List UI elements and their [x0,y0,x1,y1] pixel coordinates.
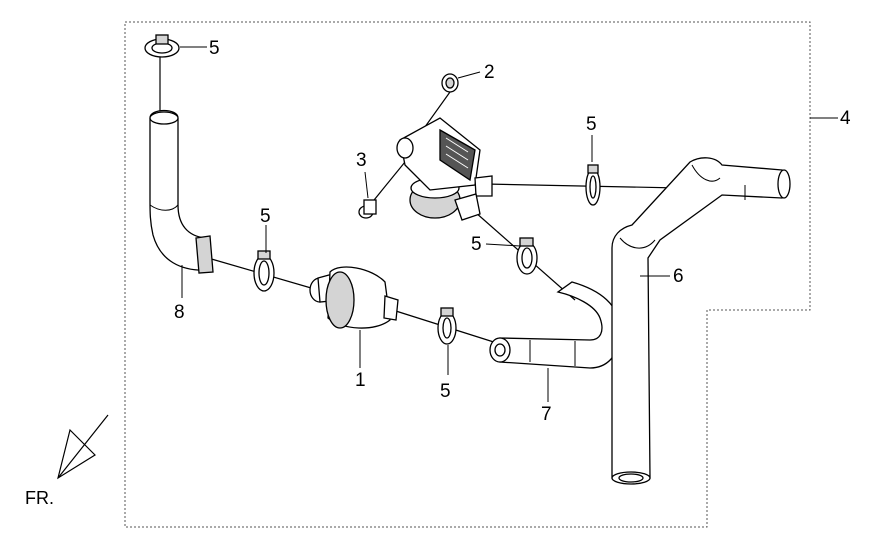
front-direction-arrow [57,414,109,480]
assembly-frame [124,21,811,528]
callout-7: 7 [541,404,552,425]
callout-1: 1 [355,370,366,391]
hose-7 [489,281,621,369]
hose-8 [149,109,214,274]
callout-3: 3 [356,150,367,171]
callout-5-middle: 5 [471,234,482,255]
grommet-2 [441,73,459,93]
clamp-hose-7 [437,307,457,345]
callout-4: 4 [840,108,851,129]
callout-5-left: 5 [260,206,271,227]
callout-8: 8 [174,302,185,323]
hose-6 [611,157,791,485]
callout-5-bottom: 5 [440,381,451,402]
callout-5-top: 5 [209,38,220,59]
air-switch-valve [396,117,493,221]
front-label: FR. [25,488,54,508]
clamp-hose-8 [253,250,275,292]
callout-6: 6 [673,266,684,287]
callout-2: 2 [484,62,495,83]
leader-lines [180,46,838,402]
valve-body-1 [309,266,399,329]
collar-3 [358,199,377,219]
clamp-valve-outlet [516,237,538,275]
callout-5-right: 5 [586,114,597,135]
clamp-top [144,34,180,58]
clamp-hose-6 [585,164,601,206]
